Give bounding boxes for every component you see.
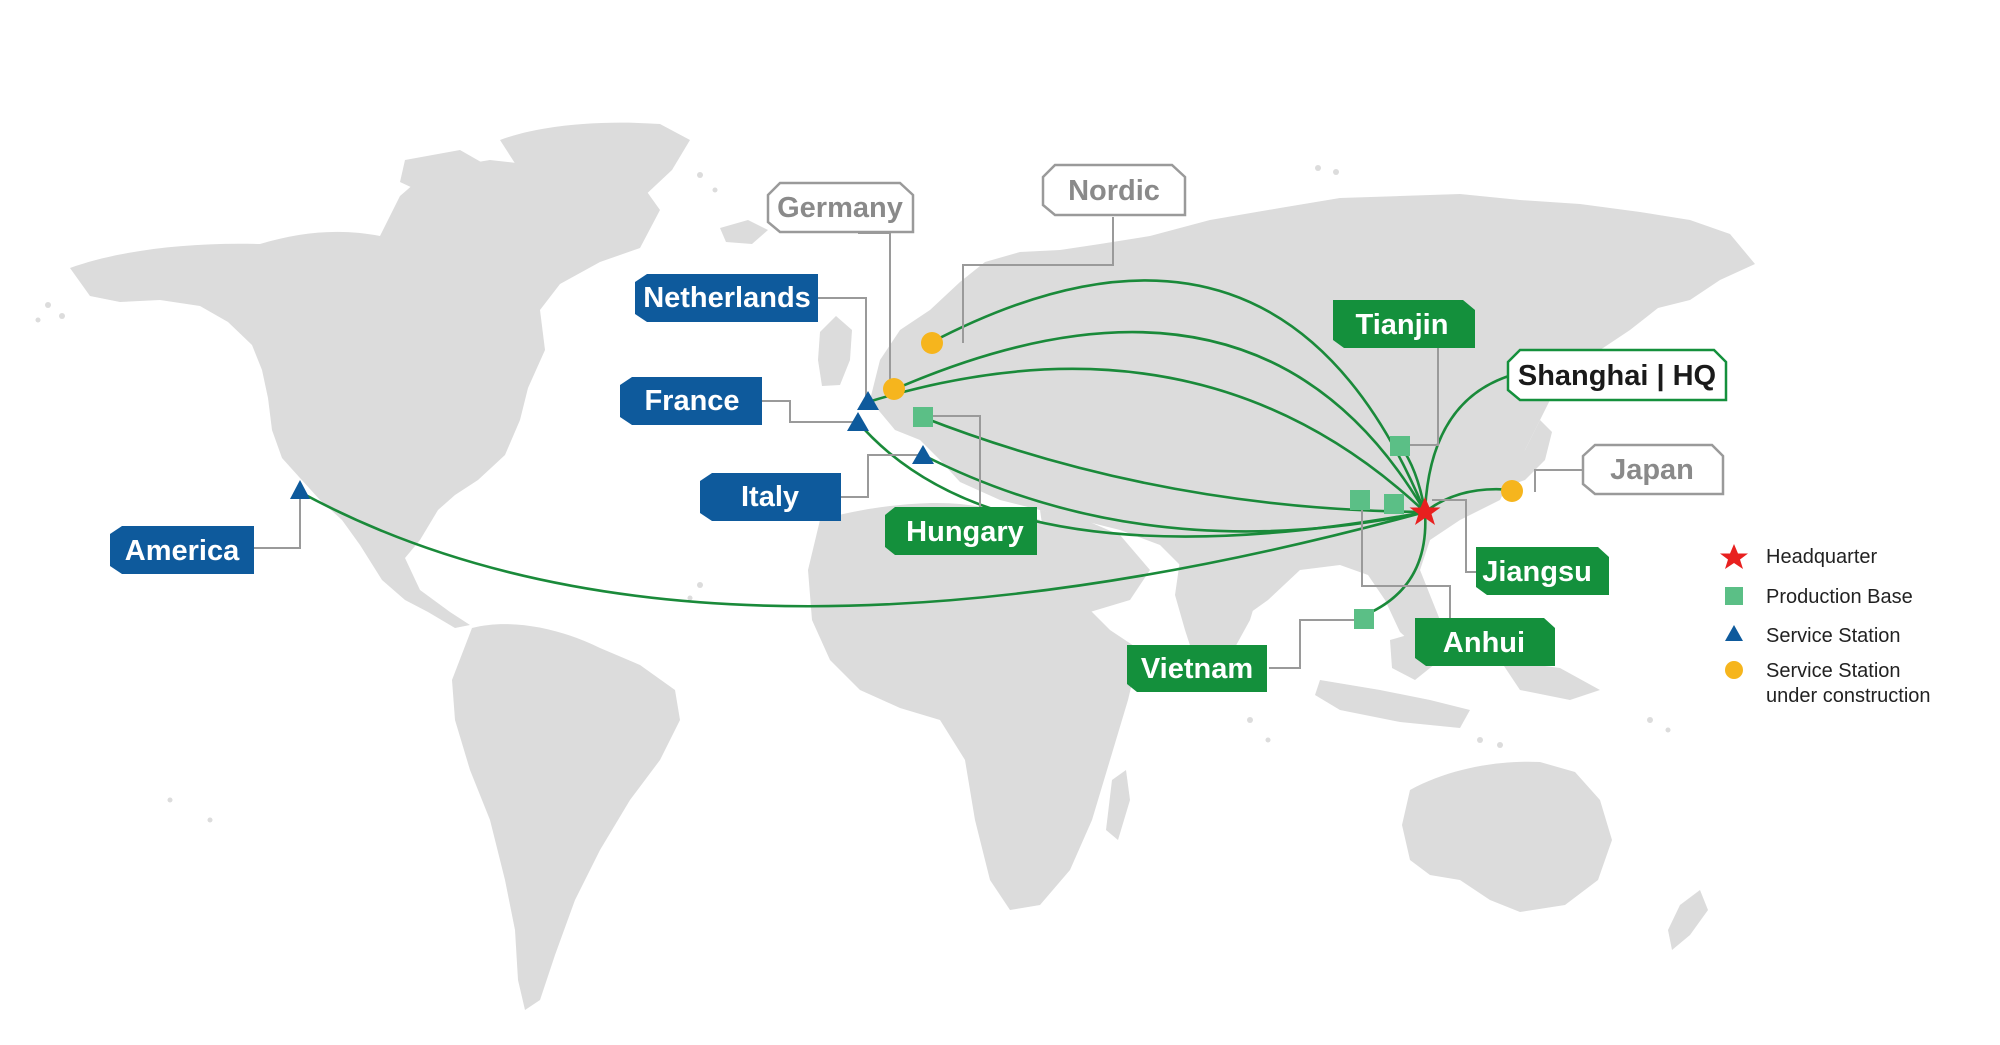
tag-germany[interactable]: Germany (766, 181, 915, 234)
routes (299, 279, 1513, 619)
marker-japan-under-construction (1501, 480, 1523, 502)
legend-triangle-icon (1725, 625, 1743, 641)
leader-america (254, 492, 301, 549)
marker-italy-service-station (912, 445, 934, 464)
tag-vietnam-label: Vietnam (1141, 653, 1253, 685)
route-to-shanghai-label (1423, 373, 1513, 513)
tag-america[interactable]: America (110, 526, 254, 574)
legend-service-station-label: Service Station (1766, 625, 1901, 647)
tag-italy-label: Italy (741, 481, 799, 513)
landmass-new-zealand (1668, 890, 1708, 950)
route-to-nordic (929, 279, 1427, 513)
legend-star-icon (1720, 544, 1748, 569)
tag-nordic[interactable]: Nordic (1041, 163, 1187, 217)
marker-germany-under-construction (883, 378, 905, 400)
landmass-iceland (720, 220, 768, 244)
route-to-france (855, 419, 1426, 538)
tag-jiangsu[interactable]: Jiangsu (1476, 547, 1609, 595)
tag-france[interactable]: France (620, 377, 762, 425)
legend-under-construction: Service Station under construction (1725, 660, 1931, 707)
legend-square-icon (1725, 587, 1743, 605)
tag-hungary-label: Hungary (906, 516, 1024, 548)
legend-service-station: Service Station (1725, 625, 1901, 647)
leader-italy (841, 454, 920, 498)
tag-france-label: France (644, 385, 739, 417)
legend-headquarter-label: Headquarter (1766, 546, 1878, 568)
tag-america-label: America (125, 535, 240, 567)
landmass-south-america (452, 624, 680, 1010)
site-markers (290, 332, 1523, 629)
legend-under-construction-label-2: under construction (1766, 685, 1931, 707)
marker-tianjin-production-base (1390, 436, 1410, 456)
tag-tianjin-label: Tianjin (1356, 309, 1449, 341)
tag-tianjin[interactable]: Tianjin (1333, 300, 1475, 348)
marker-france-service-station (847, 412, 869, 431)
leader-hungary (920, 415, 981, 507)
legend-production-base: Production Base (1725, 586, 1913, 608)
leader-japan (1534, 469, 1582, 492)
marker-netherlands-service-station (857, 391, 879, 410)
legend-production-base-label: Production Base (1766, 586, 1913, 608)
landmass-indonesia (1315, 680, 1470, 728)
leader-jiangsu (1432, 499, 1476, 573)
tag-shanghai-hq-label: Shanghai | HQ (1518, 360, 1716, 392)
legend-headquarter: Headquarter (1720, 544, 1878, 569)
landmass-australia (1402, 761, 1612, 912)
leader-nordic (962, 217, 1114, 343)
marker-anhui-production-base (1350, 490, 1370, 510)
landmass-arabia (1040, 510, 1150, 612)
tag-netherlands[interactable]: Netherlands (635, 274, 818, 322)
tag-nordic-label: Nordic (1068, 175, 1160, 207)
tag-shanghai-hq[interactable]: Shanghai | HQ (1506, 348, 1728, 402)
leader-tianjin (1402, 348, 1439, 446)
landmass-new-guinea (1500, 660, 1600, 700)
leader-netherlands (818, 297, 867, 400)
landmass-greenland (500, 122, 690, 238)
tag-japan[interactable]: Japan (1581, 443, 1725, 496)
tag-netherlands-label: Netherlands (643, 282, 811, 314)
tag-italy[interactable]: Italy (700, 473, 841, 521)
route-to-vietnam (1359, 511, 1427, 619)
route-to-netherlands (867, 367, 1426, 513)
tag-vietnam[interactable]: Vietnam (1127, 645, 1267, 692)
marker-jiangsu-production-base (1384, 494, 1404, 514)
landmass-arctic-islands (400, 150, 495, 196)
tag-jiangsu-label: Jiangsu (1482, 556, 1592, 588)
marker-vietnam-production-base (1354, 609, 1374, 629)
marker-nordic-under-construction (921, 332, 943, 354)
landmass-japan (1505, 420, 1552, 486)
tag-germany-label: Germany (777, 192, 903, 224)
label-tags: America Netherlands France Italy Germany… (110, 163, 1728, 692)
marker-shanghai-headquarter (1409, 497, 1441, 525)
route-to-germany (892, 330, 1427, 513)
tag-anhui[interactable]: Anhui (1415, 618, 1555, 666)
marker-hungary-production-base (913, 407, 933, 427)
marker-america-service-station (290, 480, 310, 499)
landmass-eurasia (870, 194, 1755, 650)
legend-circle-icon (1725, 661, 1743, 679)
legend-under-construction-label-1: Service Station (1766, 660, 1901, 682)
route-to-america (299, 490, 1426, 608)
landmass-north-america (70, 160, 660, 628)
leader-vietnam (1269, 619, 1355, 669)
landmass-uk (818, 316, 852, 386)
tag-hungary[interactable]: Hungary (885, 507, 1037, 555)
leader-france (762, 400, 853, 423)
legend: Headquarter Production Base Service Stat… (1720, 544, 1931, 707)
tag-anhui-label: Anhui (1443, 627, 1525, 659)
tag-japan-label: Japan (1610, 454, 1694, 486)
landmass-madagascar (1106, 770, 1130, 840)
